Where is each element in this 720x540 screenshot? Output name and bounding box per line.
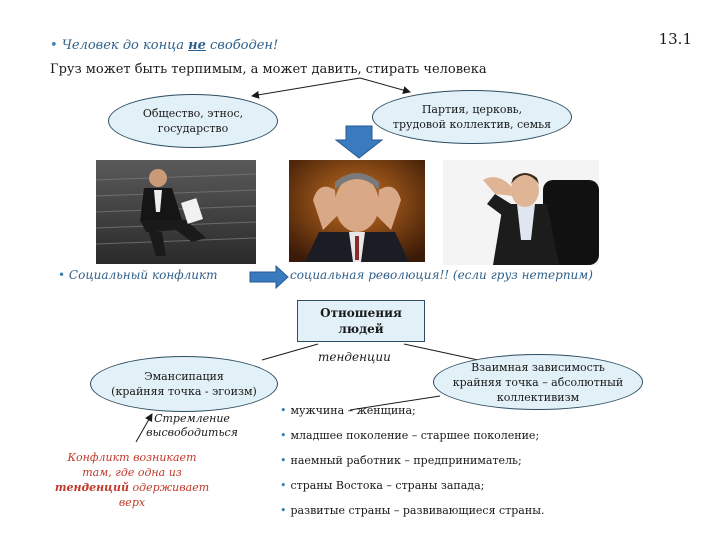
heading-part1: Человек до конца xyxy=(61,38,184,53)
striving-label: Стремление высвободиться xyxy=(132,412,252,440)
stressed-man-on-stairs-photo xyxy=(96,160,256,264)
conflict-bold: тенденций xyxy=(54,481,129,494)
relations-box: Отношения людей xyxy=(297,300,425,342)
heading-negation: не xyxy=(188,38,206,53)
man-holding-head-photo xyxy=(289,160,425,262)
revolution-label: социальная революция!! (если груз нетерп… xyxy=(290,268,593,282)
line-to-dependence xyxy=(403,343,479,361)
list-item: •мужчина – женщина; xyxy=(280,404,416,417)
ellipse-dependence: Взаимная зависимость крайняя точка – абс… xyxy=(433,354,643,410)
list-item: •страны Востока – страны запада; xyxy=(280,479,485,492)
social-conflict-label: • Социальный конфликт xyxy=(58,268,218,282)
arrow-to-party xyxy=(359,77,411,94)
ellipse-society-line2: государство xyxy=(157,122,229,135)
tired-man-in-office-chair-photo xyxy=(443,160,599,265)
bullet-icon: • xyxy=(280,429,287,442)
conflict-line1: Конфликт возникает xyxy=(67,451,197,464)
list-item: •развитые страны – развивающиеся страны. xyxy=(280,504,545,517)
ellipse-society: Общество, этнос, государство xyxy=(108,94,278,148)
striving-line2: высвободиться xyxy=(146,426,238,439)
ellipse-society-line1: Общество, этнос, xyxy=(142,107,244,120)
dependence-line1: Взаимная зависимость xyxy=(471,360,605,374)
bullet-icon: • xyxy=(280,454,287,467)
line-to-emancipation xyxy=(261,343,319,361)
pairs-list: •мужчина – женщина; •младшее поколение –… xyxy=(280,398,700,523)
heading: • Человек до конца не свободен! xyxy=(50,38,278,53)
conflict-line2: там, где одна из xyxy=(82,466,182,479)
ellipse-party: Партия, церковь, трудовой коллектив, сем… xyxy=(372,90,572,144)
right-arrow-icon xyxy=(249,264,289,290)
bullet-icon: • xyxy=(280,479,287,492)
conflict-line3: одерживает xyxy=(132,481,210,494)
bullet-icon: • xyxy=(280,404,287,417)
slide-number: 13.1 xyxy=(658,30,692,48)
ellipse-emancipation: Эмансипация (крайняя точка - эгоизм) xyxy=(90,356,278,412)
list-item: •младшее поколение – старшее поколение; xyxy=(280,429,540,442)
striving-line1: Стремление xyxy=(154,412,230,425)
bullet-icon: • xyxy=(50,38,58,53)
social-conflict-text: Социальный конфликт xyxy=(68,268,218,282)
tendencies-label: тенденции xyxy=(318,350,391,364)
heading-part2: свободен! xyxy=(210,38,279,53)
relations-line2: людей xyxy=(338,322,384,336)
line-pairs-dependence xyxy=(349,395,441,411)
dependence-line2: крайняя точка – абсолютный xyxy=(452,375,624,389)
emancipation-line2: (крайняя точка - эгоизм) xyxy=(111,385,257,398)
list-item: •наемный работник – предприниматель; xyxy=(280,454,522,467)
conflict-note: Конфликт возникает там, где одна из тенд… xyxy=(42,450,222,510)
bullet-icon: • xyxy=(58,268,66,282)
conflict-line4: верх xyxy=(118,496,146,509)
emancipation-line1: Эмансипация xyxy=(144,370,224,383)
arrow-to-society xyxy=(251,77,361,99)
arrow-striving xyxy=(135,413,153,443)
dependence-line3: коллективизм xyxy=(496,390,580,404)
ellipse-party-line1: Партия, церковь, xyxy=(421,103,523,116)
bullet-icon: • xyxy=(280,504,287,517)
relations-line1: Отношения xyxy=(320,306,402,320)
down-arrow-icon xyxy=(334,125,384,159)
subtitle: Груз может быть терпимым, а может давить… xyxy=(50,62,487,77)
ellipse-party-line2: трудовой коллектив, семья xyxy=(392,118,552,131)
